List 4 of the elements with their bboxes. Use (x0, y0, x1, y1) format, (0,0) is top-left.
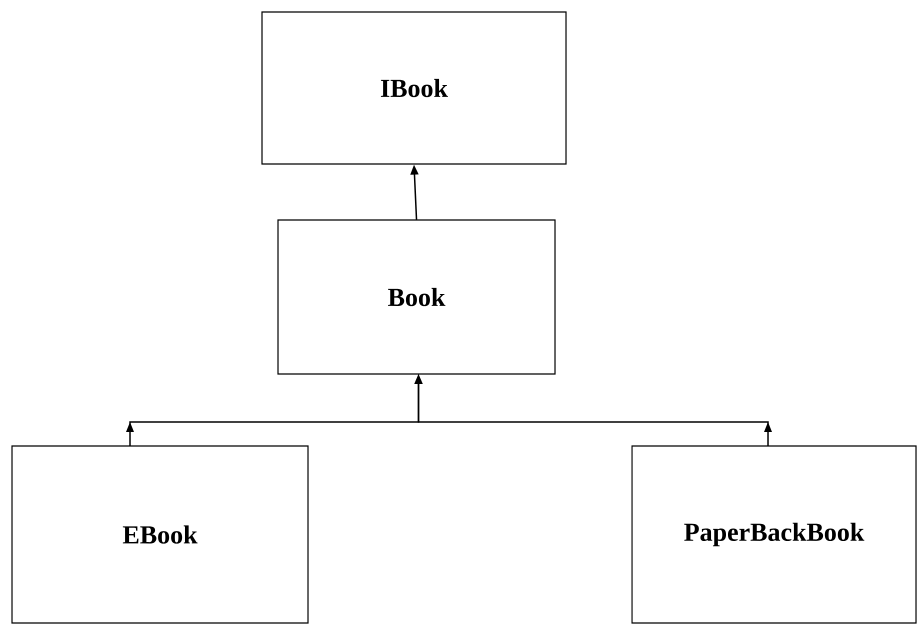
class-box: PaperBackBook (631, 445, 917, 624)
class-box: EBook (11, 445, 309, 624)
class-box: Book (277, 219, 556, 375)
class-box: IBook (261, 11, 567, 165)
